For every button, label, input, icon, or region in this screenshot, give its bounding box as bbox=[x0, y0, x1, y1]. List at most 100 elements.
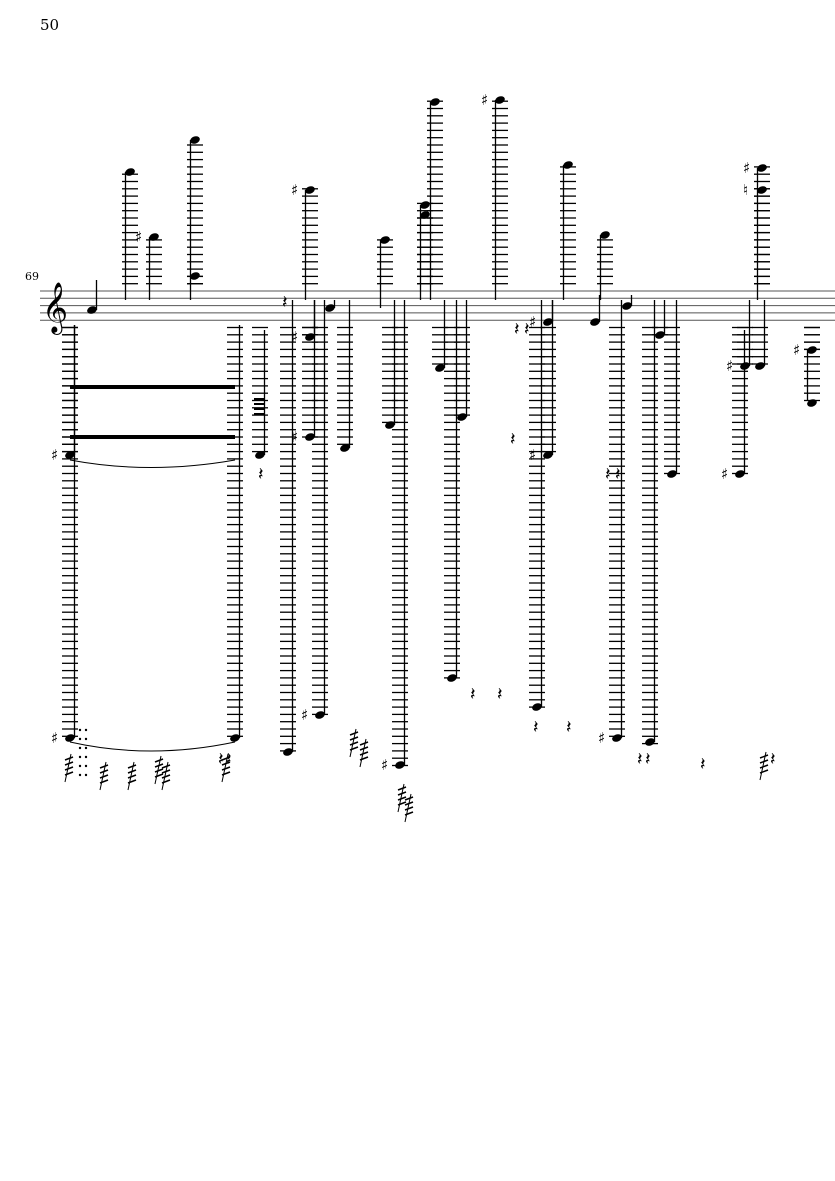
notehead bbox=[190, 136, 200, 144]
sharp-icon: ♯ bbox=[381, 756, 388, 774]
page-number: 50 bbox=[40, 16, 60, 34]
notehead bbox=[667, 470, 677, 478]
beam-fragment bbox=[254, 408, 264, 410]
dot bbox=[84, 728, 88, 732]
notehead bbox=[590, 318, 600, 326]
sharp-icon: ♯ bbox=[51, 729, 58, 747]
tremolo-stem bbox=[99, 761, 107, 791]
quarter-rest-icon: 𝄽 bbox=[637, 749, 643, 770]
tremolo-stem bbox=[404, 793, 412, 823]
beam-fragment bbox=[254, 398, 264, 400]
dot bbox=[84, 764, 88, 768]
quarter-rest-icon: 𝄽 bbox=[615, 464, 621, 485]
notehead bbox=[563, 161, 573, 169]
sharp-icon: ♯ bbox=[743, 159, 750, 177]
notehead bbox=[325, 304, 335, 312]
quarter-rest-icon: 𝄽 bbox=[510, 429, 516, 450]
treble-clef-icon: 𝄞 bbox=[42, 282, 68, 335]
tremolo-stroke bbox=[397, 796, 407, 801]
tie bbox=[69, 459, 236, 468]
notehead bbox=[447, 674, 457, 682]
dot bbox=[84, 773, 88, 777]
tremolo-stroke bbox=[161, 764, 171, 769]
dot bbox=[78, 764, 82, 768]
tremolo-stroke bbox=[154, 758, 164, 763]
quarter-rest-icon: 𝄽 bbox=[700, 754, 706, 775]
dot bbox=[78, 746, 82, 750]
notehead bbox=[340, 444, 350, 452]
measure-number: 69 bbox=[25, 270, 39, 283]
notehead bbox=[755, 362, 765, 370]
notehead bbox=[230, 734, 240, 742]
tremolo-stroke bbox=[404, 796, 414, 801]
beam bbox=[70, 435, 235, 439]
sharp-icon: ♯ bbox=[481, 91, 488, 109]
notehead bbox=[283, 748, 293, 756]
tremolo-stem bbox=[349, 728, 357, 758]
tremolo-stem bbox=[154, 755, 162, 785]
tremolo-stroke bbox=[127, 764, 137, 769]
notehead bbox=[125, 168, 135, 176]
beam-fragment bbox=[254, 413, 264, 415]
notehead bbox=[255, 451, 265, 459]
tremolo-stroke bbox=[404, 806, 414, 811]
quarter-rest-icon: 𝄽 bbox=[226, 749, 232, 770]
sharp-icon: ♯ bbox=[598, 729, 605, 747]
quarter-rest-icon: 𝄽 bbox=[282, 292, 288, 313]
tremolo-stroke bbox=[759, 754, 769, 759]
natural-icon: ♮ bbox=[743, 181, 748, 199]
tremolo-stroke bbox=[397, 786, 407, 791]
tremolo-stem bbox=[359, 738, 367, 768]
notehead bbox=[757, 186, 767, 194]
tremolo-stroke bbox=[221, 756, 231, 761]
tremolo-stroke bbox=[99, 764, 109, 769]
tremolo-stem bbox=[759, 751, 767, 781]
sharp-icon: ♯ bbox=[721, 465, 728, 483]
tremolo-stroke bbox=[759, 764, 769, 769]
tremolo-stem bbox=[397, 783, 405, 813]
notehead bbox=[190, 272, 200, 280]
notehead bbox=[65, 734, 75, 742]
sharp-icon: ♯ bbox=[291, 181, 298, 199]
sharp-icon: ♯ bbox=[291, 328, 298, 346]
sharp-icon: ♯ bbox=[301, 706, 308, 724]
tie bbox=[69, 741, 236, 752]
tremolo-stroke bbox=[127, 774, 137, 779]
sharp-icon: ♯ bbox=[726, 357, 733, 375]
notehead bbox=[305, 186, 315, 194]
tremolo-stem bbox=[161, 761, 169, 791]
notehead bbox=[622, 302, 632, 310]
quarter-rest-icon: 𝄽 bbox=[566, 717, 572, 738]
notehead bbox=[645, 738, 655, 746]
tremolo-stroke bbox=[154, 768, 164, 773]
sharp-icon: ♯ bbox=[135, 228, 142, 246]
tremolo-stem bbox=[64, 753, 72, 783]
quarter-rest-icon: 𝄽 bbox=[770, 749, 776, 770]
notehead bbox=[435, 364, 445, 372]
notehead bbox=[495, 96, 505, 104]
sharp-icon: ♯ bbox=[793, 341, 800, 359]
quarter-rest-icon: 𝄽 bbox=[258, 464, 264, 485]
sharp-icon: ♯ bbox=[51, 446, 58, 464]
notehead bbox=[740, 362, 750, 370]
notehead bbox=[420, 211, 430, 219]
notehead bbox=[395, 761, 405, 769]
notehead bbox=[612, 734, 622, 742]
tremolo-stroke bbox=[359, 741, 369, 746]
quarter-rest-icon: 𝄽 bbox=[605, 464, 611, 485]
notehead bbox=[807, 399, 817, 407]
tremolo-stroke bbox=[161, 774, 171, 779]
notehead bbox=[543, 318, 553, 326]
dot bbox=[84, 737, 88, 741]
notehead bbox=[380, 236, 390, 244]
quarter-rest-icon: 𝄽 bbox=[218, 749, 224, 770]
notehead bbox=[149, 233, 159, 241]
tremolo-stroke bbox=[359, 751, 369, 756]
tremolo-stroke bbox=[64, 766, 74, 771]
dot bbox=[84, 746, 88, 750]
notehead bbox=[305, 433, 315, 441]
sharp-icon: ♯ bbox=[529, 446, 536, 464]
tremolo-stem bbox=[127, 761, 135, 791]
notehead bbox=[543, 451, 553, 459]
tremolo-stroke bbox=[221, 766, 231, 771]
